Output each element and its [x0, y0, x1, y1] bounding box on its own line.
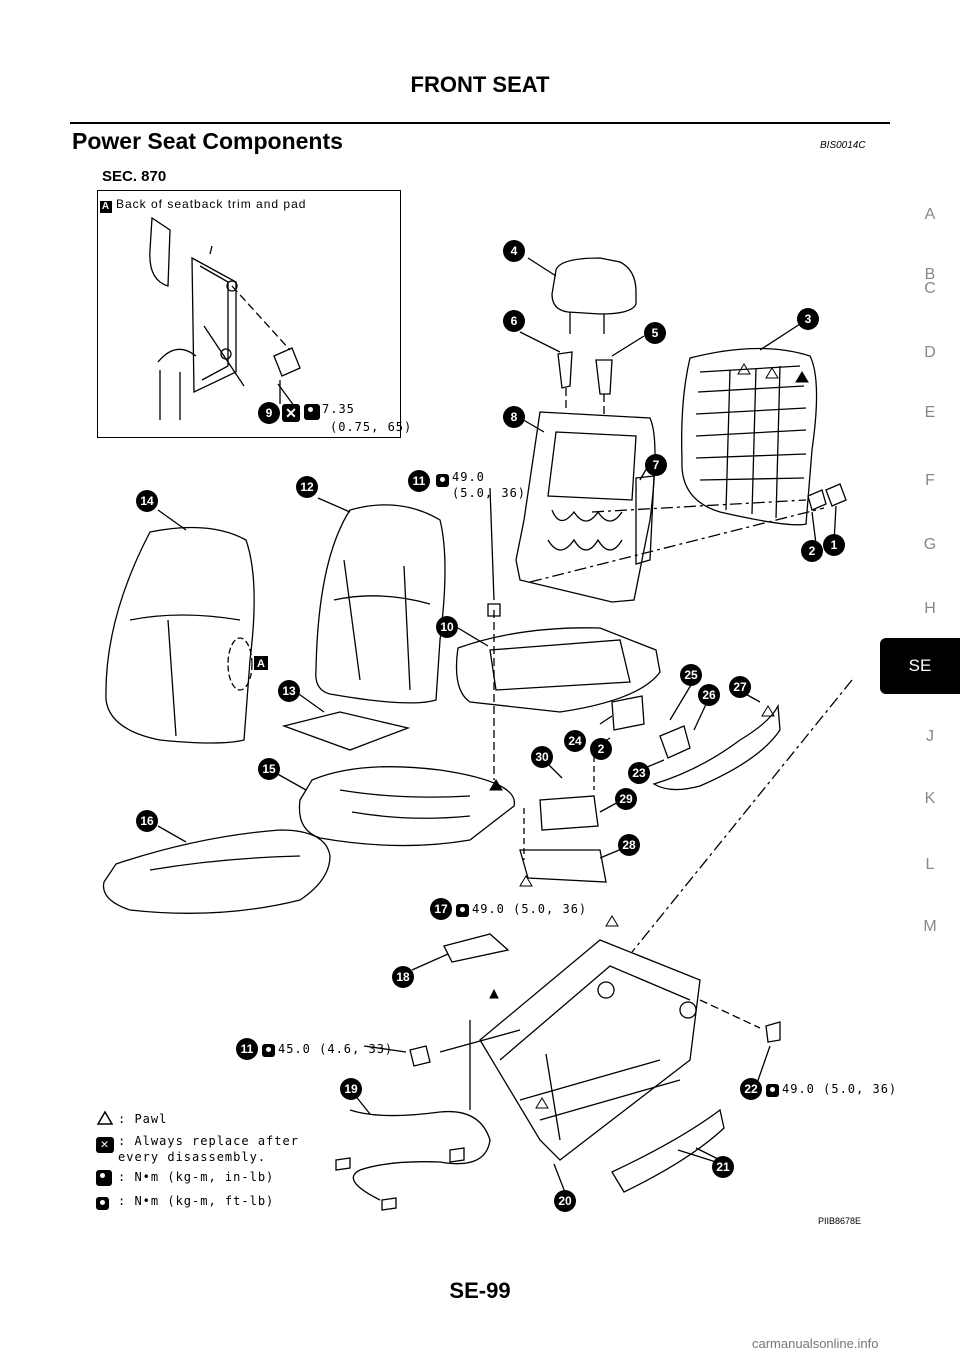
legend-replace: ✕: Always replace after	[96, 1134, 299, 1153]
doc-code: BIS0014C	[820, 140, 866, 151]
side-tab-m[interactable]: M	[923, 918, 937, 935]
inset-frame	[97, 190, 401, 438]
side-tab-b[interactable]: B	[924, 266, 936, 283]
legend-torque-ftlb: : N•m (kg-m, ft-lb)	[96, 1194, 274, 1213]
torque-icon	[432, 472, 453, 490]
inset-label: A Back of seatback trim and pad	[100, 197, 306, 213]
callout-5: 5	[644, 322, 666, 344]
callout-30: 30	[531, 746, 553, 768]
legend-pawl: : Pawl	[96, 1110, 167, 1126]
callout-28: 28	[618, 834, 640, 856]
callout-11-bottom: 11	[236, 1038, 258, 1060]
callout-4: 4	[503, 240, 525, 262]
callout-27: 27	[729, 676, 751, 698]
legend-torque-inlb: : N•m (kg-m, in-lb)	[96, 1170, 274, 1186]
callout-2-top: 2	[801, 540, 823, 562]
image-id: PIIB8678E	[818, 1216, 862, 1226]
page-title: Power Seat Components	[72, 128, 343, 154]
inset-torque-2: (0.75, 65)	[330, 420, 413, 434]
side-tab-j[interactable]: J	[926, 728, 934, 745]
callout-20: 20	[554, 1190, 576, 1212]
callout-9: 9	[258, 402, 280, 424]
callout-16: 16	[136, 810, 158, 832]
torque-inlb-icon	[96, 1170, 114, 1186]
inset-marker: A	[100, 201, 112, 213]
callout-14: 14	[136, 490, 158, 512]
callout-15: 15	[258, 758, 280, 780]
torque-11-bottom: 45.0 (4.6, 33)	[278, 1042, 394, 1056]
callout-1: 1	[823, 534, 845, 556]
side-tab-f[interactable]: F	[925, 472, 935, 489]
callout-7: 7	[645, 454, 667, 476]
side-tab-se[interactable]: SE	[880, 638, 960, 694]
side-tab-a[interactable]: A	[924, 206, 936, 223]
replace-icon: ✕	[282, 404, 300, 422]
torque-17: 49.0 (5.0, 36)	[472, 902, 588, 916]
inset-label-text: Back of seatback trim and pad	[116, 197, 307, 211]
callout-17: 17	[430, 898, 452, 920]
torque-icon	[762, 1082, 783, 1100]
callout-26: 26	[698, 684, 720, 706]
header-rule	[70, 122, 890, 124]
torque-icon	[304, 404, 320, 423]
side-tab-l[interactable]: L	[925, 856, 935, 873]
callout-12: 12	[296, 476, 318, 498]
sec-label: SEC. 870	[102, 168, 167, 185]
callout-10: 10	[436, 616, 458, 638]
callout-13: 13	[278, 680, 300, 702]
torque-11-top-1: 49.0	[452, 470, 485, 484]
callout-11-top: 11	[408, 470, 430, 492]
torque-22: 49.0 (5.0, 36)	[782, 1082, 898, 1096]
side-tab-c[interactable]: C	[924, 280, 936, 297]
torque-ftlb-icon	[96, 1197, 114, 1213]
callout-8: 8	[503, 406, 525, 428]
callout-24: 24	[564, 730, 586, 752]
side-tab-k[interactable]: K	[924, 790, 936, 807]
side-tab-g[interactable]: G	[923, 536, 937, 553]
torque-11-top-2: (5.0, 36)	[452, 486, 527, 500]
side-tab-h[interactable]: H	[924, 600, 936, 617]
callout-22: 22	[740, 1078, 762, 1100]
callout-18: 18	[392, 966, 414, 988]
inset-torque-1: 7.35	[322, 402, 355, 416]
torque-icon	[258, 1042, 279, 1060]
pawl-icon	[96, 1110, 114, 1125]
callout-2-mid: 2	[590, 738, 612, 760]
callout-6: 6	[503, 310, 525, 332]
callout-25: 25	[680, 664, 702, 686]
side-tab-d[interactable]: D	[924, 344, 936, 361]
callout-23: 23	[628, 762, 650, 784]
legend-replace-2: every disassembly.	[118, 1150, 267, 1164]
callout-3: 3	[797, 308, 819, 330]
callout-29: 29	[615, 788, 637, 810]
side-tab-e[interactable]: E	[924, 404, 936, 421]
replace-icon: ✕	[96, 1137, 114, 1153]
section-header: FRONT SEAT	[410, 72, 550, 97]
watermark: carmanualsonline.info	[752, 1336, 879, 1351]
callout-21: 21	[712, 1156, 734, 1178]
page-number: SE-99	[449, 1278, 511, 1303]
callout-19: 19	[340, 1078, 362, 1100]
torque-icon	[452, 902, 473, 920]
svg-text:A: A	[257, 658, 265, 670]
